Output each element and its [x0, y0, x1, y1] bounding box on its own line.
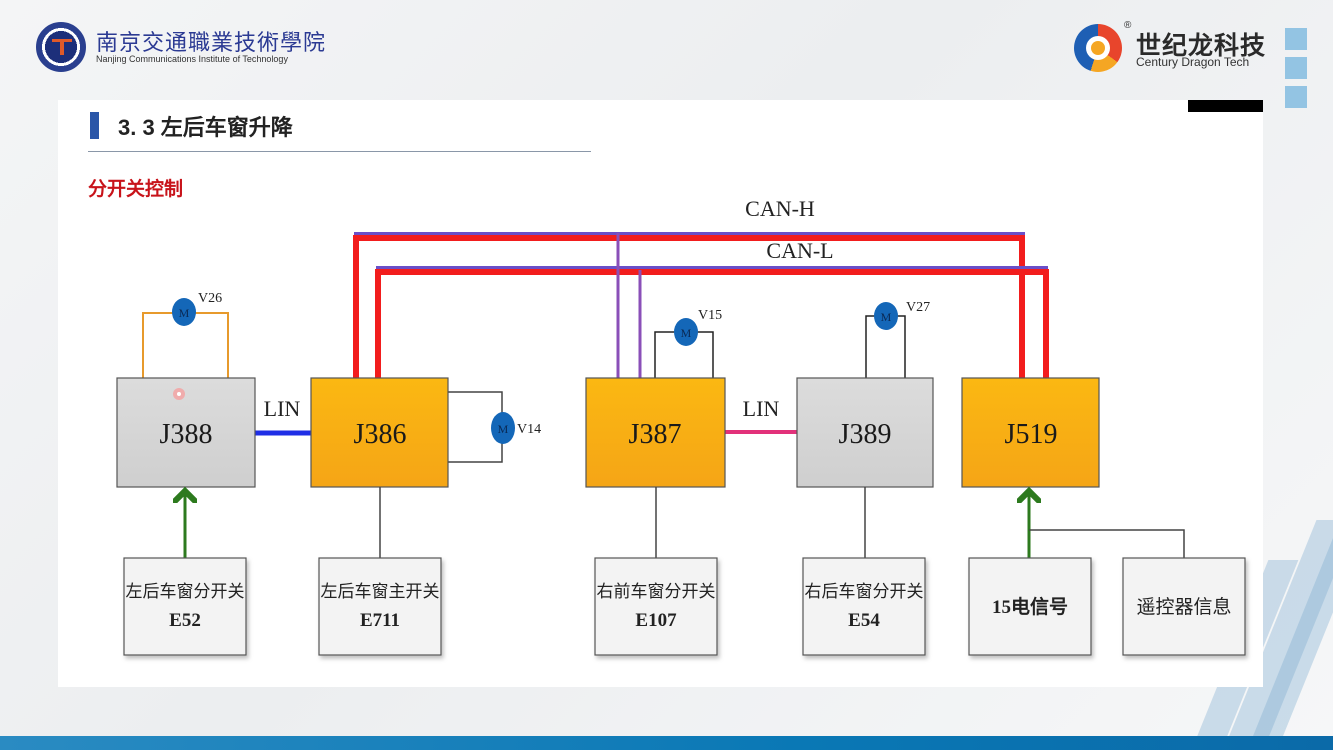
svg-text:15电信号: 15电信号 [992, 595, 1068, 618]
school-name-cn: 南京交通職業技術學院 [96, 31, 327, 56]
motor-v26: M V26 [172, 291, 222, 326]
footer-bar [0, 736, 1333, 750]
title-accent-bar [90, 112, 99, 139]
svg-text:E52: E52 [169, 610, 201, 631]
svg-text:右后车窗分开关: 右后车窗分开关 [805, 582, 924, 601]
module-j389: J389 [796, 377, 934, 488]
svg-text:J389: J389 [839, 419, 892, 450]
input-e52: 左后车窗分开关 E52 [123, 557, 247, 656]
svg-text:E107: E107 [635, 610, 677, 631]
module-j519: J519 [961, 377, 1100, 488]
svg-text:V27: V27 [906, 300, 930, 315]
svg-text:M: M [881, 310, 892, 324]
school-logo-icon [36, 22, 86, 72]
decor-square-icon [1285, 28, 1307, 50]
remote-to-j519-line [1029, 529, 1185, 558]
slide-subtitle: 分开关控制 [88, 179, 184, 200]
redaction-bar [1188, 100, 1263, 112]
motor-icon [491, 412, 515, 444]
module-j387: J387 [585, 377, 726, 488]
svg-text:V26: V26 [198, 291, 222, 306]
svg-text:M: M [179, 306, 190, 320]
input-e54: 右后车窗分开关 E54 [802, 557, 926, 656]
motor-icon [674, 318, 698, 346]
decor-square-icon [1285, 86, 1307, 108]
title-divider [88, 151, 591, 152]
input-remote-info: 遥控器信息 [1122, 557, 1246, 656]
motor-v27: M V27 [874, 300, 930, 330]
slide-title: 3. 3 左后车窗升降 [118, 115, 293, 140]
input-terminal-15: 15电信号 [968, 557, 1092, 656]
svg-text:左后车窗主开关: 左后车窗主开关 [321, 582, 440, 601]
svg-text:E54: E54 [848, 610, 880, 631]
lin-left-label: LIN [264, 396, 301, 421]
motor-icon [874, 302, 898, 330]
can-h-label: CAN-H [745, 196, 815, 221]
lin-right-label: LIN [743, 396, 780, 421]
svg-text:J388: J388 [160, 419, 213, 450]
motor-icon [172, 298, 196, 326]
school-name-en: Nanjing Communications Institute of Tech… [96, 54, 288, 64]
motor-v14: M V14 [491, 412, 541, 444]
motor-v15: M V15 [674, 308, 722, 346]
input-e711: 左后车窗主开关 E711 [318, 557, 442, 656]
svg-text:E711: E711 [360, 610, 400, 631]
svg-text:V15: V15 [698, 308, 722, 323]
svg-text:J387: J387 [629, 419, 682, 450]
can-h-bus [353, 232, 1025, 380]
svg-text:M: M [498, 422, 509, 436]
can-l-bus [375, 266, 1049, 380]
svg-text:右前车窗分开关: 右前车窗分开关 [597, 582, 716, 601]
module-j388: J388 [116, 377, 256, 488]
can-l-label: CAN-L [766, 238, 833, 263]
svg-text:左后车窗分开关: 左后车窗分开关 [126, 582, 245, 601]
svg-text:M: M [681, 326, 692, 340]
brand-name-cn: 世纪龙科技 [1136, 32, 1267, 60]
module-j386: J386 [310, 377, 449, 488]
svg-text:J386: J386 [354, 419, 407, 450]
decor-square-icon [1285, 57, 1307, 79]
century-dragon-logo-icon [1074, 24, 1122, 72]
registered-mark: ® [1124, 20, 1132, 31]
svg-text:J519: J519 [1005, 419, 1058, 450]
input-e107: 右前车窗分开关 E107 [594, 557, 718, 656]
brand-name-en: Century Dragon Tech [1136, 55, 1250, 69]
svg-text:V14: V14 [517, 422, 541, 437]
svg-text:遥控器信息: 遥控器信息 [1136, 596, 1231, 618]
